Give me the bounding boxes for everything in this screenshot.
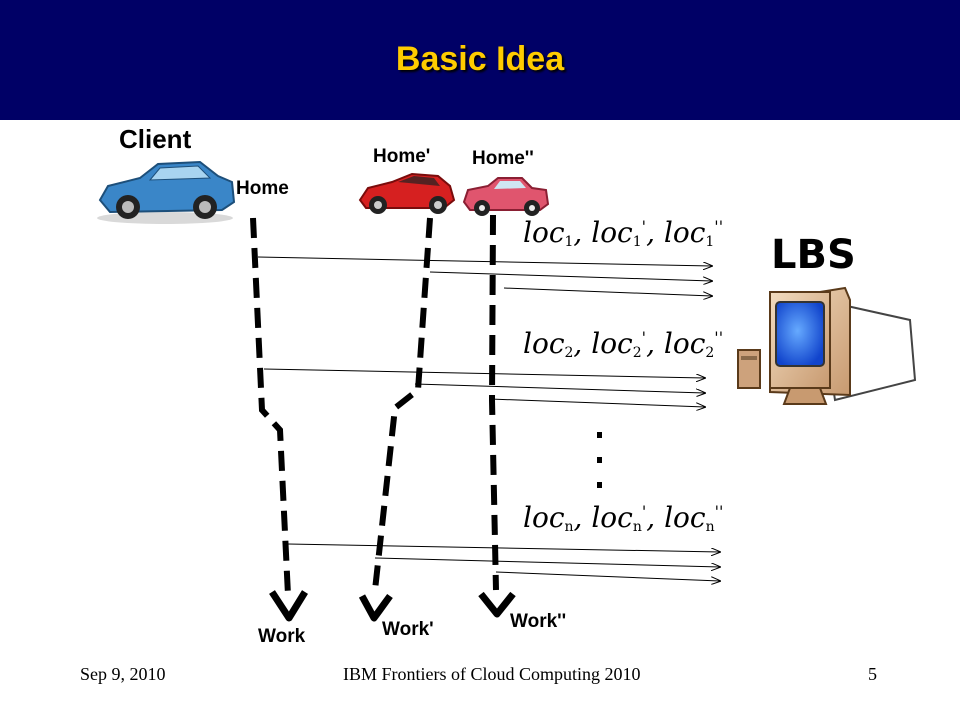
path-1 (250, 217, 308, 622)
title-bar: Basic Idea (0, 0, 960, 120)
computer-icon (737, 286, 917, 405)
work-label-3: Work'' (510, 611, 567, 632)
home-label-2: Home' (373, 146, 431, 167)
red-sports-car-icon (358, 172, 456, 214)
work-label-1: Work (258, 626, 306, 647)
lbs-label: LBS (771, 232, 856, 278)
location-group-1: loc1, loc1', loc1'' (523, 216, 724, 250)
footer-title: IBM Frontiers of Cloud Computing 2010 (343, 664, 641, 684)
vertical-ellipsis (597, 432, 602, 488)
path-3 (478, 214, 516, 618)
message-arrows-group-2 (263, 368, 705, 407)
blue-car-icon (97, 160, 236, 224)
message-arrows-group-1 (257, 256, 712, 296)
client-label: Client (119, 124, 192, 154)
location-group-n: locn, locn', locn'' (523, 501, 724, 535)
work-label-2: Work' (382, 619, 434, 640)
page-number: 5 (868, 664, 877, 684)
location-group-2: loc2, loc2', loc2'' (523, 327, 724, 361)
path-2 (358, 217, 433, 622)
pink-classic-car-icon (462, 177, 550, 216)
home-label-3: Home'' (472, 148, 534, 169)
footer-date: Sep 9, 2010 (80, 664, 166, 684)
message-arrows-group-n (287, 543, 720, 581)
home-label-1: Home (236, 178, 289, 199)
slide-title: Basic Idea (395, 40, 565, 78)
